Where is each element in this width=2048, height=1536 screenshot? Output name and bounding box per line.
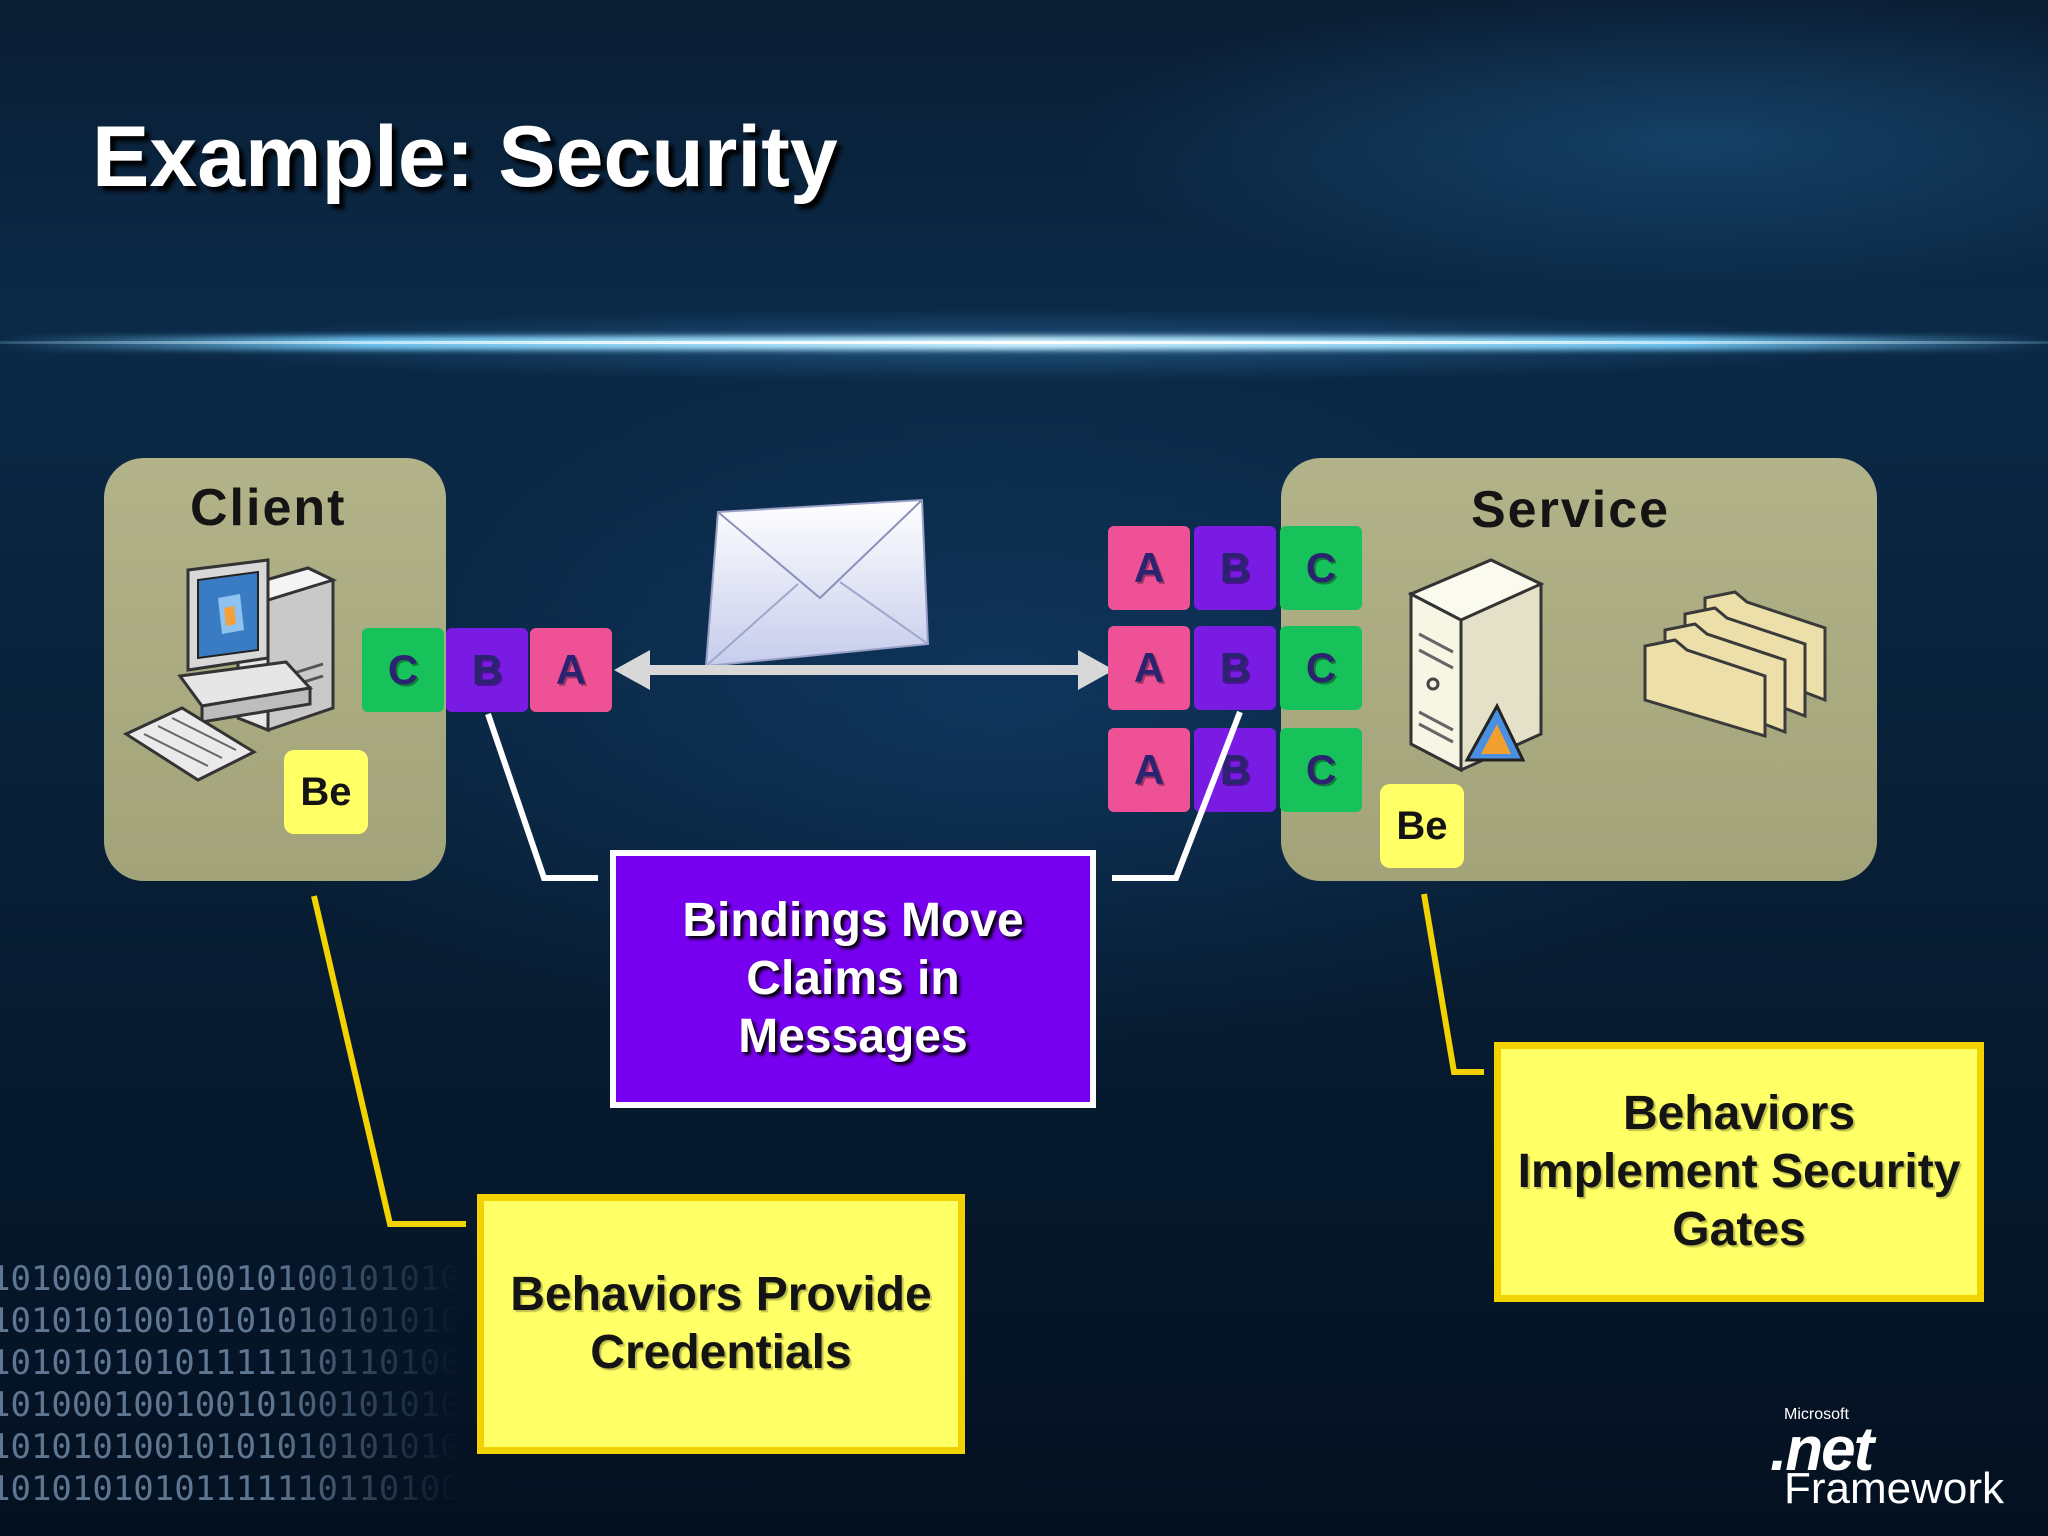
service-tile-c: C (1280, 626, 1362, 710)
client-behavior-badge: Be (284, 750, 368, 834)
binary-line: 1010101010111111011010000101011 (0, 1469, 460, 1509)
slide-title: Example: Security (92, 109, 838, 205)
service-tile-c: C (1280, 728, 1362, 812)
server-icon (1407, 558, 1545, 773)
service-tile-b: B (1194, 626, 1276, 710)
bindings-connector-right (1112, 710, 1243, 881)
binary-line: 1010001001001010010101010100110 (0, 1385, 460, 1425)
horizon-glow-core (0, 341, 2048, 344)
client-behaviors-callout: Behaviors Provide Credentials (477, 1194, 965, 1454)
service-behavior-connector (1421, 893, 1484, 1075)
binary-line: 1010101010111111011010000101011 (0, 1343, 460, 1383)
service-behaviors-callout: Behaviors Implement Security Gates (1494, 1042, 1984, 1302)
client-tile-a: A (530, 628, 612, 712)
envelope-icon (704, 498, 930, 668)
logo-product: .net (1770, 1415, 1874, 1484)
client-behavior-connector (311, 895, 466, 1227)
service-tile-a: A (1108, 626, 1190, 710)
service-tile-a: A (1108, 526, 1190, 610)
dotnet-framework-logo: Microsoft .net Framework (1770, 1402, 2020, 1522)
client-tile-c: C (362, 628, 444, 712)
bindings-callout: Bindings Move Claims in Messages (610, 850, 1096, 1108)
service-tile-c: C (1280, 526, 1362, 610)
logo-maker: Microsoft (1784, 1406, 1849, 1423)
service-behavior-badge: Be (1380, 784, 1464, 868)
service-label: Service (1471, 481, 1671, 539)
binary-digits-decoration: 1010001001001010010101010100110 10101010… (0, 1258, 460, 1510)
client-behaviors-callout-text: Behaviors Provide Credentials (510, 1268, 932, 1379)
bindings-connector-left (485, 713, 598, 881)
double-arrow-icon (614, 650, 1114, 690)
service-tile-b: B (1194, 728, 1276, 812)
computer-icon (122, 558, 338, 782)
client-tile-b: B (446, 628, 528, 712)
service-tile-b: B (1194, 526, 1276, 610)
client-label: Client (190, 479, 347, 537)
logo-framework: Framework (1784, 1464, 2005, 1513)
binary-line: 1010001001001010010101010100110 (0, 1259, 460, 1299)
folders-icon (1643, 590, 1827, 738)
bindings-callout-text: Bindings Move Claims in Messages (682, 894, 1024, 1063)
service-behaviors-callout-text: Behaviors Implement Security Gates (1517, 1087, 1961, 1256)
service-tile-a: A (1108, 728, 1190, 812)
service-panel: Service Be (1281, 458, 1877, 881)
